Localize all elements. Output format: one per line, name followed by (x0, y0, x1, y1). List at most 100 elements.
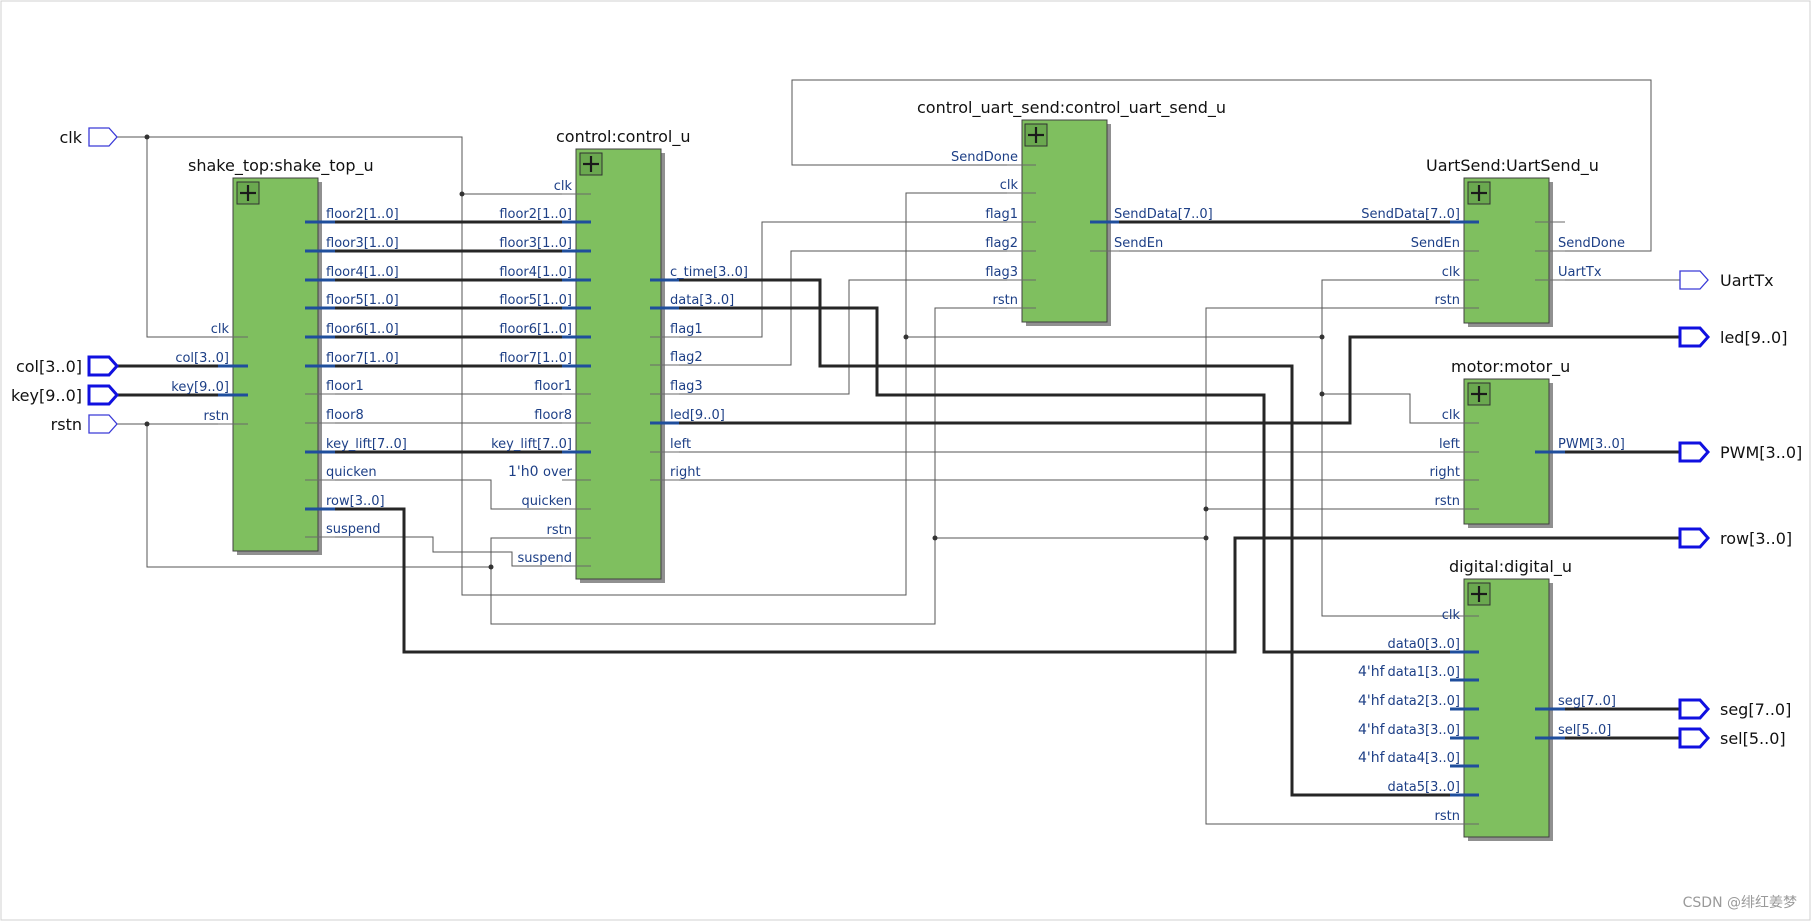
junction-dots (144, 134, 1325, 570)
pin-label: data2[3..0] (1387, 694, 1460, 709)
pin-label: clk (1442, 408, 1461, 423)
pin-label: PWM[3..0] (1558, 437, 1625, 452)
input-port-clk[interactable]: clk (59, 127, 118, 147)
pin-label: floor2[1..0] (326, 207, 399, 222)
block-control-uart-send[interactable]: control_uart_send:control_uart_send_u Se… (917, 98, 1226, 326)
pin-label: flag2 (670, 350, 703, 365)
pin-label: data4[3..0] (1387, 751, 1460, 766)
pin-label: clk (1442, 608, 1461, 623)
pin-label: flag1 (670, 322, 703, 337)
block-uart-send[interactable]: UartSend:UartSend_u SendData[7..0] SendE… (1361, 156, 1625, 327)
pin-label: data1[3..0] (1387, 665, 1460, 680)
pin-label: flag1 (985, 207, 1018, 222)
pin-label: floor5[1..0] (326, 293, 399, 308)
pin-label: floor8 (534, 408, 572, 423)
pin-label: led[9..0] (670, 408, 725, 423)
constant-value: 1'h0 (508, 464, 539, 480)
pin-label: over (543, 465, 573, 480)
bus-wires (117, 220, 1680, 797)
port-label-seg: seg[7..0] (1720, 700, 1791, 719)
pin-label: floor4[1..0] (499, 265, 572, 280)
block-title-control: control:control_u (556, 127, 690, 147)
pin-label: data5[3..0] (1387, 780, 1460, 795)
block-title-digital: digital:digital_u (1449, 557, 1572, 577)
output-port-row[interactable]: row[3..0] (1678, 527, 1792, 549)
pin-label: SendEn (1114, 236, 1163, 251)
pin-label: key_lift[7..0] (491, 437, 572, 452)
constant-value: 4'hf (1358, 750, 1386, 766)
block-title-uart-send: UartSend:UartSend_u (1426, 156, 1599, 176)
pin-label: suspend (517, 551, 572, 566)
pin-label: data0[3..0] (1387, 637, 1460, 652)
output-port-uarttx[interactable]: UartTx (1679, 270, 1774, 290)
pin-label: left (670, 437, 691, 452)
pin-label: flag3 (985, 265, 1018, 280)
pin-label: rstn (204, 409, 229, 424)
pin-label: data[3..0] (670, 293, 734, 308)
port-label-col: col[3..0] (16, 357, 82, 376)
pin-label: flag2 (985, 236, 1018, 251)
pin-label: right (1429, 465, 1460, 480)
pin-label: clk (554, 179, 573, 194)
port-label-sel: sel[5..0] (1720, 729, 1786, 748)
pin-label: left (1439, 437, 1460, 452)
block-shake-top[interactable]: shake_top:shake_top_u clk col[3..0] key[… (171, 156, 407, 555)
port-label-row: row[3..0] (1720, 529, 1792, 548)
block-motor[interactable]: motor:motor_u clk left right rstn PWM[3.… (1429, 357, 1625, 528)
pin-label: floor1 (534, 379, 572, 394)
port-label-key: key[9..0] (11, 386, 82, 405)
pin-label: rstn (1435, 494, 1460, 509)
pin-label: floor3[1..0] (326, 236, 399, 251)
pin-label: floor2[1..0] (499, 207, 572, 222)
pin-label: rstn (547, 523, 572, 538)
pin-label: floor5[1..0] (499, 293, 572, 308)
port-label-pwm: PWM[3..0] (1720, 443, 1802, 462)
port-label-led: led[9..0] (1720, 328, 1787, 347)
pin-label: col[3..0] (175, 351, 229, 366)
pin-label: floor7[1..0] (499, 351, 572, 366)
block-title-shake-top: shake_top:shake_top_u (188, 156, 374, 176)
block-title-control-uart-send: control_uart_send:control_uart_send_u (917, 98, 1226, 118)
constant-value: 4'hf (1358, 664, 1386, 680)
watermark: CSDN @绯红姜梦 (1683, 895, 1797, 911)
constant-value: 4'hf (1358, 693, 1386, 709)
block-digital[interactable]: digital:digital_u clk data0[3..0] data1[… (1358, 557, 1616, 841)
pin-label: SendDone (1558, 236, 1625, 251)
port-label-uarttx: UartTx (1720, 271, 1774, 290)
pin-label: floor1 (326, 379, 364, 394)
pin-label: floor8 (326, 408, 364, 423)
port-label-clk: clk (59, 128, 82, 147)
pin-label: row[3..0] (326, 494, 385, 509)
pin-label: floor7[1..0] (326, 351, 399, 366)
input-port-col[interactable]: col[3..0] (16, 355, 120, 377)
pin-label: c_time[3..0] (670, 265, 748, 280)
pin-label: SendData[7..0] (1114, 207, 1213, 222)
pin-label: clk (1000, 178, 1019, 193)
pin-label: floor3[1..0] (499, 236, 572, 251)
output-port-pwm[interactable]: PWM[3..0] (1678, 441, 1802, 463)
pin-label: sel[5..0] (1558, 723, 1611, 738)
input-port-key[interactable]: key[9..0] (11, 384, 120, 406)
pin-label: SendEn (1411, 236, 1460, 251)
pin-label: data3[3..0] (1387, 723, 1460, 738)
block-title-motor: motor:motor_u (1451, 357, 1570, 377)
pin-label: clk (211, 322, 230, 337)
pin-label: seg[7..0] (1558, 694, 1616, 709)
pin-label: SendData[7..0] (1361, 207, 1460, 222)
output-port-sel[interactable]: sel[5..0] (1678, 727, 1786, 749)
output-port-led[interactable]: led[9..0] (1678, 326, 1787, 348)
pin-label: rstn (1435, 809, 1460, 824)
block-control[interactable]: control:control_u clk floor2[1..0] floor… (491, 127, 748, 583)
pin-label: floor6[1..0] (326, 322, 399, 337)
pin-label: quicken (521, 494, 572, 509)
input-port-rstn[interactable]: rstn (51, 414, 118, 434)
pin-label: SendDone (951, 150, 1018, 165)
pin-label: UartTx (1558, 265, 1602, 280)
pin-label: rstn (993, 293, 1018, 308)
pin-label: rstn (1435, 293, 1460, 308)
pin-label: suspend (326, 522, 381, 537)
output-port-seg[interactable]: seg[7..0] (1678, 698, 1791, 720)
pin-label: key[9..0] (171, 380, 229, 395)
pin-label: quicken (326, 465, 377, 480)
